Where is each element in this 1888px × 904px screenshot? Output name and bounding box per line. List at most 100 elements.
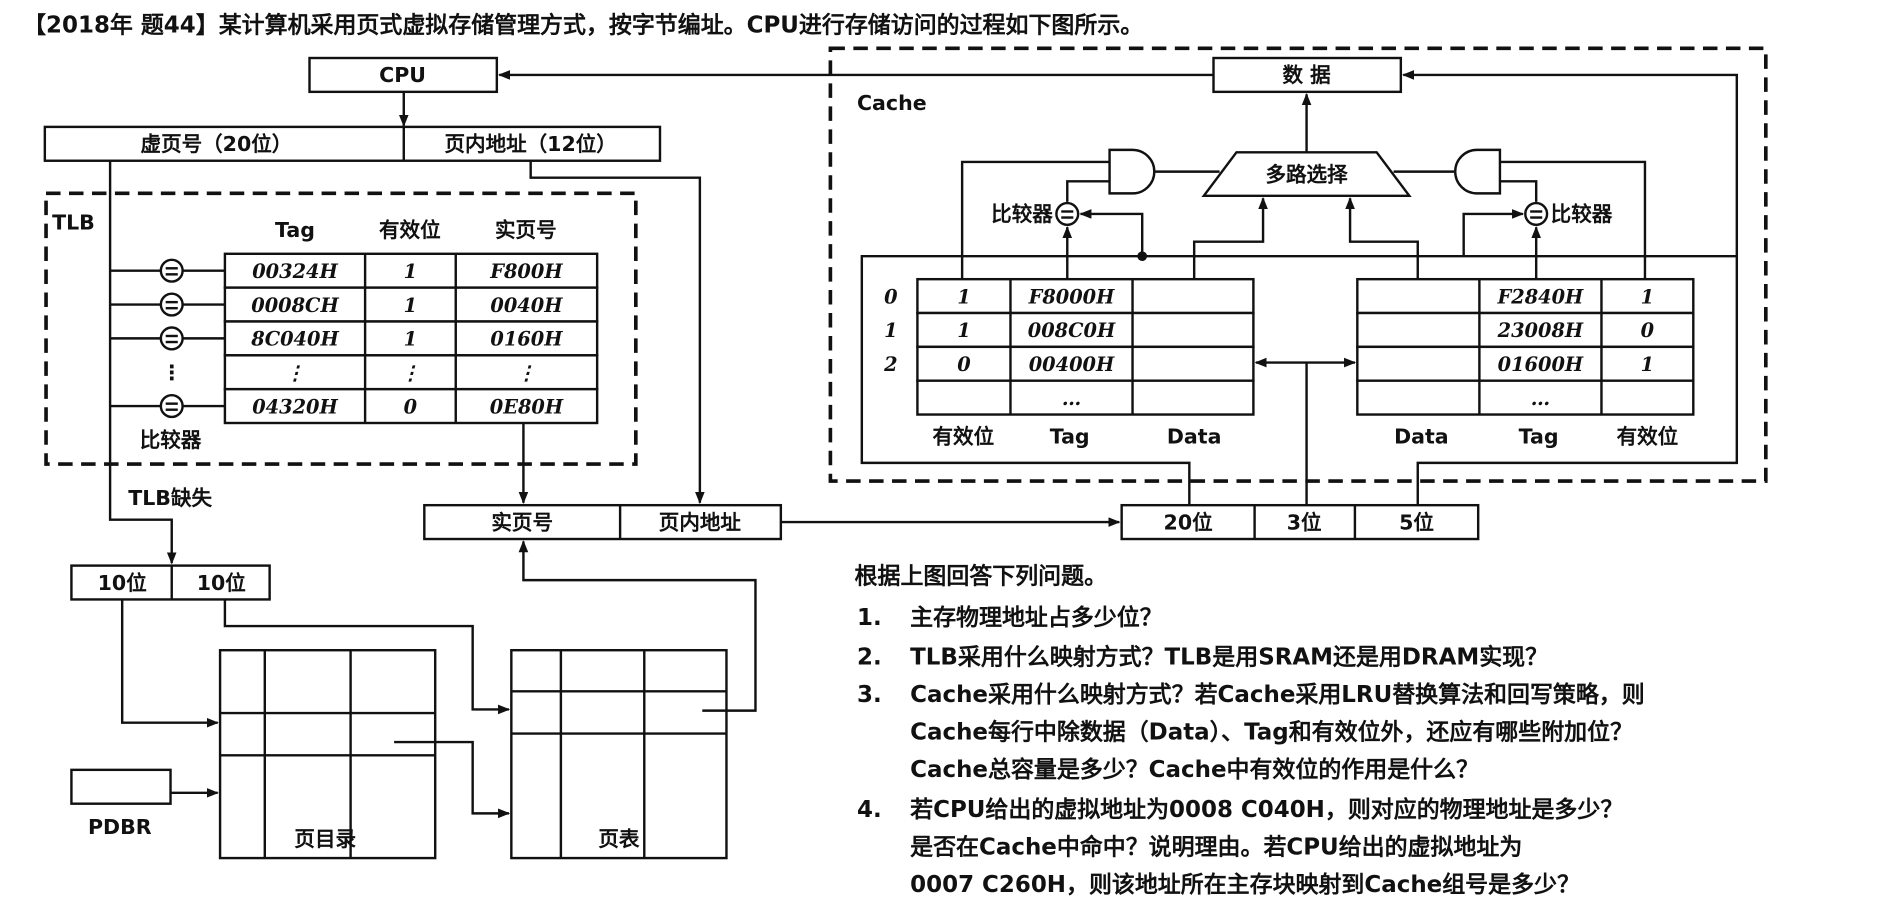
tlb-cell: F800H [489, 260, 563, 283]
tlb-miss-path [108, 160, 177, 565]
comparator-icon [159, 258, 184, 283]
and-gate-icon [1108, 148, 1156, 195]
cache-way1-row: … [1356, 379, 1695, 416]
multiplexer [1201, 151, 1412, 197]
offset-path [529, 160, 705, 504]
cache-cell: 008C0H [1028, 319, 1116, 342]
cache-cell: 01600H [1498, 353, 1584, 376]
question-item: 3.Cache采用什么映射方式？若Cache采用LRU替换算法和回写策略，则Ca… [857, 681, 1645, 783]
tlb-miss-label: TLB缺失 [128, 486, 212, 510]
cache-cell: 0 [957, 353, 971, 376]
dir-bits-label: 10位 [98, 571, 147, 595]
and-gate-icon [1454, 148, 1502, 195]
tlb-header-tag: Tag [275, 218, 315, 242]
cpu-label: CPU [379, 63, 426, 87]
comparator-icon [159, 326, 184, 351]
cache-way1-row: F2840H 1 [1356, 277, 1695, 315]
cache-right-header: Data [1394, 425, 1449, 449]
question-item: 1. 主存物理地址占多少位？ [857, 604, 1163, 631]
tlb-cell: 00324H [252, 260, 338, 283]
page-table-grid [510, 648, 728, 860]
tlb-cell: ⋮ [401, 361, 420, 384]
pa-offset-label: 页内地址 [659, 510, 742, 534]
tlb-row: 0008CH 1 0040H [110, 286, 599, 323]
page-directory-grid [218, 648, 437, 860]
tlb-cell: 0 [404, 395, 418, 418]
question-line: 主存物理地址占多少位？ [910, 604, 1162, 631]
cache-cell: 0 [1641, 319, 1655, 342]
pdbr-box [70, 768, 172, 805]
question-line: 是否在Cache中命中？说明理由。若CPU给出的虚拟地址为 [910, 833, 1522, 860]
cache-left-header: Tag [1050, 425, 1090, 449]
cache-right-header: 有效位 [1617, 425, 1679, 449]
cache-cell: 00400H [1029, 353, 1115, 376]
tlb-boundary [44, 191, 638, 466]
cache-cell: 23008H [1497, 319, 1584, 342]
cache-cell: … [1062, 387, 1081, 410]
va-offset-label: 页内地址（12位） [445, 132, 617, 156]
cache-left-header: Data [1167, 425, 1222, 449]
tag-bits-label: 20位 [1164, 510, 1213, 534]
tlb-cell: 0008CH [251, 294, 339, 317]
cache-cell: F2840H [1497, 285, 1585, 308]
tlb-cell: ⋮ [285, 361, 304, 384]
tlb-cell: 0040H [490, 294, 563, 317]
tlb-label: TLB [52, 211, 95, 235]
cache-cell: 1 [957, 285, 970, 308]
comparator-icon [1055, 201, 1080, 226]
cache-left-header: 有效位 [933, 425, 995, 449]
question-line: 0007 C260H，则该地址所在主存块映射到Cache组号是多少？ [910, 871, 1580, 898]
cache-label: Cache [857, 91, 927, 115]
tlb-row: 00324H 1 F800H [110, 252, 599, 289]
set-index: 1 [884, 319, 897, 342]
cache-way0-row: 1 F8000H [916, 277, 1255, 315]
comparator-icon [159, 393, 184, 419]
set-index: 0 [884, 285, 898, 308]
cache-boundary [828, 46, 1768, 483]
tlb-cell: 0E80H [490, 395, 564, 418]
question-line: Cache总容量是多少？Cache中有效位的作用是什么？ [910, 756, 1479, 783]
cache-right-header: Tag [1519, 425, 1559, 449]
question-number: 2. [857, 645, 882, 671]
tlb-cell: 1 [404, 294, 417, 317]
cache-way0-row: 0 00400H [916, 345, 1255, 382]
vpn-label: 虚页号（20位） [141, 132, 293, 156]
table-bits-label: 10位 [197, 571, 246, 595]
offset-bits-label: 5位 [1399, 510, 1434, 534]
cache-comparator-left-label: 比较器 [991, 202, 1053, 226]
question-number: 3. [857, 682, 882, 708]
cache-tables: 1 F8000H 1 008C0H 0 00400H … F2840H 1 23008H 0 0160… [883, 277, 1695, 449]
cache-way0-row: 1 008C0H [916, 311, 1255, 349]
question-number: 4. [857, 797, 882, 823]
index-bits-label: 3位 [1287, 510, 1322, 534]
multiplexer-label: 多路选择 [1266, 162, 1349, 186]
cache-cell: 1 [1641, 285, 1654, 308]
question-item: 4.若CPU给出的虚拟地址为0008 C040H，则对应的物理地址是多少？是否在… [857, 796, 1623, 898]
cache-address-split-box [1120, 503, 1480, 541]
tlb-header-ppn: 实页号 [495, 218, 557, 242]
question-number: 1. [857, 605, 882, 631]
comparator-icon [1524, 201, 1549, 226]
cache-way0-row: … [916, 379, 1255, 416]
page-table-label: 页表 [598, 827, 640, 851]
question-line: TLB采用什么映射方式？TLB是用SRAM还是用DRAM实现？ [910, 644, 1548, 671]
tlb-cell: ⋮ [517, 361, 536, 384]
virtual-address-box [43, 125, 662, 162]
set-index: 2 [883, 353, 897, 376]
cache-cell: F8000H [1028, 285, 1116, 308]
tlb-row: 04320H 0 0E80H [110, 387, 599, 425]
tlb-header-valid: 有效位 [379, 218, 441, 242]
page-directory-label: 页目录 [294, 827, 356, 851]
comparator-ellipsis: ⋮ [161, 360, 182, 384]
cache-cell: … [1531, 387, 1550, 410]
tlb-cell: 1 [404, 328, 417, 351]
cache-cell: 1 [957, 319, 970, 342]
questions: 根据上图回答下列问题。 1.主存物理地址占多少位？2.TLB采用什么映射方式？T… [855, 563, 1645, 898]
tlb-cell: 1 [404, 260, 417, 283]
tlb-comparator-label: 比较器 [140, 428, 202, 452]
tlb-cell: 04320H [252, 395, 338, 418]
